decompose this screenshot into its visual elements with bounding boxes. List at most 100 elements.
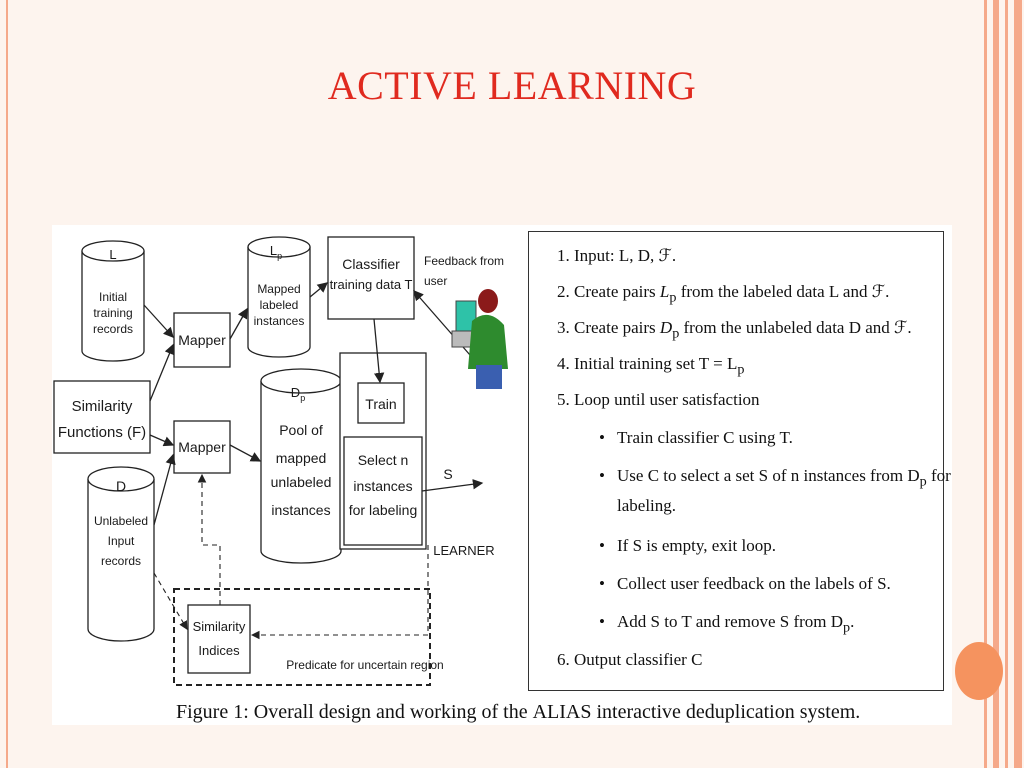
mapper-bottom-box xyxy=(173,420,231,474)
feedback-line1: Feedback from xyxy=(424,254,504,268)
algo-step-6-num: 6. xyxy=(557,650,570,669)
user-computer-icon xyxy=(451,289,508,389)
algo-step-3-pre: Create pairs xyxy=(574,318,660,337)
predicate-label: Predicate for uncertain region xyxy=(286,658,443,672)
db-d-line3: records xyxy=(101,554,141,568)
right-border-line-4 xyxy=(1014,0,1022,768)
db-l-line2: training xyxy=(93,306,132,320)
caption-system-name: ALIAS xyxy=(532,701,592,723)
algo-step-4-sub: p xyxy=(737,361,745,378)
accent-dot xyxy=(955,642,1003,700)
db-dp-line3: unlabeled xyxy=(271,474,332,490)
figure: L Initial training records Lp Mapped lab… xyxy=(52,225,952,725)
similarity-indices-line1: Similarity xyxy=(193,619,246,634)
select-line2: instances xyxy=(353,478,412,494)
db-d-line2: Input xyxy=(108,534,135,548)
db-l-line1: Initial xyxy=(99,290,127,304)
classifier-line2: training data T xyxy=(330,277,413,292)
right-border-line-2 xyxy=(993,0,999,768)
algo-bullet-3-text: If S is empty, exit loop. xyxy=(617,536,776,555)
algorithm-box: 1. Input: L, D, ℱ. 2. Create pairs Lp fr… xyxy=(528,231,951,691)
algo-step-1: 1. Input: L, D, ℱ. xyxy=(557,246,676,266)
algo-step-5: 5. Loop until user satisfaction xyxy=(557,390,760,410)
algo-bullet-4: • Collect user feedback on the labels of … xyxy=(599,574,891,594)
db-lp-letter: Lp xyxy=(270,243,282,261)
db-dp-letter-main: D xyxy=(291,385,300,400)
algo-step-6: 6. Output classifier C xyxy=(557,650,702,670)
db-lp-letter-main: L xyxy=(270,243,277,258)
algo-step-4-num: 4. xyxy=(557,354,570,373)
algo-bullet-5: • Add S to T and remove S from Dp. xyxy=(599,612,854,636)
caption-post: interactive deduplication system. xyxy=(591,701,861,723)
mapper-bottom-label: Mapper xyxy=(178,439,226,455)
mapper-top-box xyxy=(173,312,231,368)
algo-bullet-2-post: for xyxy=(926,466,951,485)
db-lp-line1: Mapped xyxy=(257,282,300,296)
algo-bullet-2-pre: Use C to select a set S of n instances f… xyxy=(617,466,920,485)
similarity-indices-box xyxy=(187,604,251,674)
similarity-functions-line2: Functions (F) xyxy=(58,424,146,441)
db-mapped-labeled-instances xyxy=(247,236,311,358)
s-label: S xyxy=(443,466,452,482)
feedback-line2: user xyxy=(424,274,447,288)
algo-bullet-1: •Train classifier C using T. xyxy=(599,428,793,448)
bullet-icon: • xyxy=(599,574,605,593)
db-l-letter: L xyxy=(109,247,116,262)
algo-step-2-sub: p xyxy=(669,289,677,306)
algo-step-5-text: Loop until user satisfaction xyxy=(574,390,760,409)
mapper-top-label: Mapper xyxy=(178,332,226,348)
similarity-indices-line2: Indices xyxy=(198,643,240,658)
algo-bullet-5-sub: p xyxy=(843,619,851,636)
algo-bullet-2-cont: labeling. xyxy=(617,496,676,516)
algo-step-1-num: 1. xyxy=(557,246,570,265)
uncertain-region-box xyxy=(173,588,431,686)
similarity-functions-line1: Similarity xyxy=(72,398,133,415)
db-dp-letter-sub: p xyxy=(300,393,305,403)
algo-step-3-sub: p xyxy=(672,325,680,342)
figure-caption: Figure 1: Overall design and working of … xyxy=(176,701,860,724)
learner-label: LEARNER xyxy=(433,543,494,558)
select-line3: for labeling xyxy=(349,502,418,518)
algo-step-3-post: from the unlabeled data D and ℱ. xyxy=(679,318,912,337)
algo-step-4: 4. Initial training set T = Lp xyxy=(557,354,744,378)
algo-step-1-text: Input: L, D, ℱ. xyxy=(574,246,677,265)
db-dp-letter: Dp xyxy=(291,385,305,403)
db-l-line3: records xyxy=(93,322,133,336)
db-initial-training-records xyxy=(81,240,145,362)
algo-step-3-var: D xyxy=(659,318,673,337)
db-d-line1: Unlabeled xyxy=(94,514,148,528)
db-lp-line2: labeled xyxy=(260,298,299,312)
algo-step-4-pre: Initial training set T = L xyxy=(574,354,738,373)
algo-step-2-var: L xyxy=(659,282,670,301)
architecture-diagram: L Initial training records Lp Mapped lab… xyxy=(53,236,508,686)
left-border-line xyxy=(6,0,8,768)
db-dp-line1: Pool of xyxy=(279,422,323,438)
algo-step-2-num: 2. xyxy=(557,282,570,301)
algo-step-2-post: from the labeled data L and ℱ. xyxy=(676,282,890,301)
db-dp-line4: instances xyxy=(271,502,330,518)
train-label: Train xyxy=(365,396,396,412)
db-lp-line3: instances xyxy=(254,314,305,328)
db-pool-unlabeled-instances xyxy=(260,368,342,564)
algo-step-3-num: 3. xyxy=(557,318,570,337)
algo-step-3: 3. Create pairs Dp from the unlabeled da… xyxy=(557,318,912,342)
algo-bullet-5-post: . xyxy=(850,612,855,631)
algo-step-2: 2. Create pairs Lp from the labeled data… xyxy=(557,282,889,306)
algo-step-5-num: 5. xyxy=(557,390,570,409)
algo-bullet-1-text: Train classifier C using T. xyxy=(617,428,793,447)
classifier-line1: Classifier xyxy=(342,256,400,272)
algo-bullet-5-pre: Add S to T and remove S from D xyxy=(617,612,844,631)
db-unlabeled-input-records xyxy=(87,466,155,642)
bullet-icon: • xyxy=(599,612,605,631)
algo-step-2-pre: Create pairs xyxy=(574,282,660,301)
select-line1: Select n xyxy=(358,452,409,468)
algo-bullet-4-text: Collect user feedback on the labels of S… xyxy=(617,574,891,593)
algo-bullet-3: • If S is empty, exit loop. xyxy=(599,536,776,556)
db-lp-letter-sub: p xyxy=(277,251,282,261)
classifier-box xyxy=(327,236,415,320)
algo-bullet-2-sub: p xyxy=(919,473,927,490)
caption-pre: Figure 1: Overall design and working of … xyxy=(176,701,533,723)
bullet-icon: • xyxy=(599,536,605,555)
algo-step-6-text: Output classifier C xyxy=(574,650,703,669)
